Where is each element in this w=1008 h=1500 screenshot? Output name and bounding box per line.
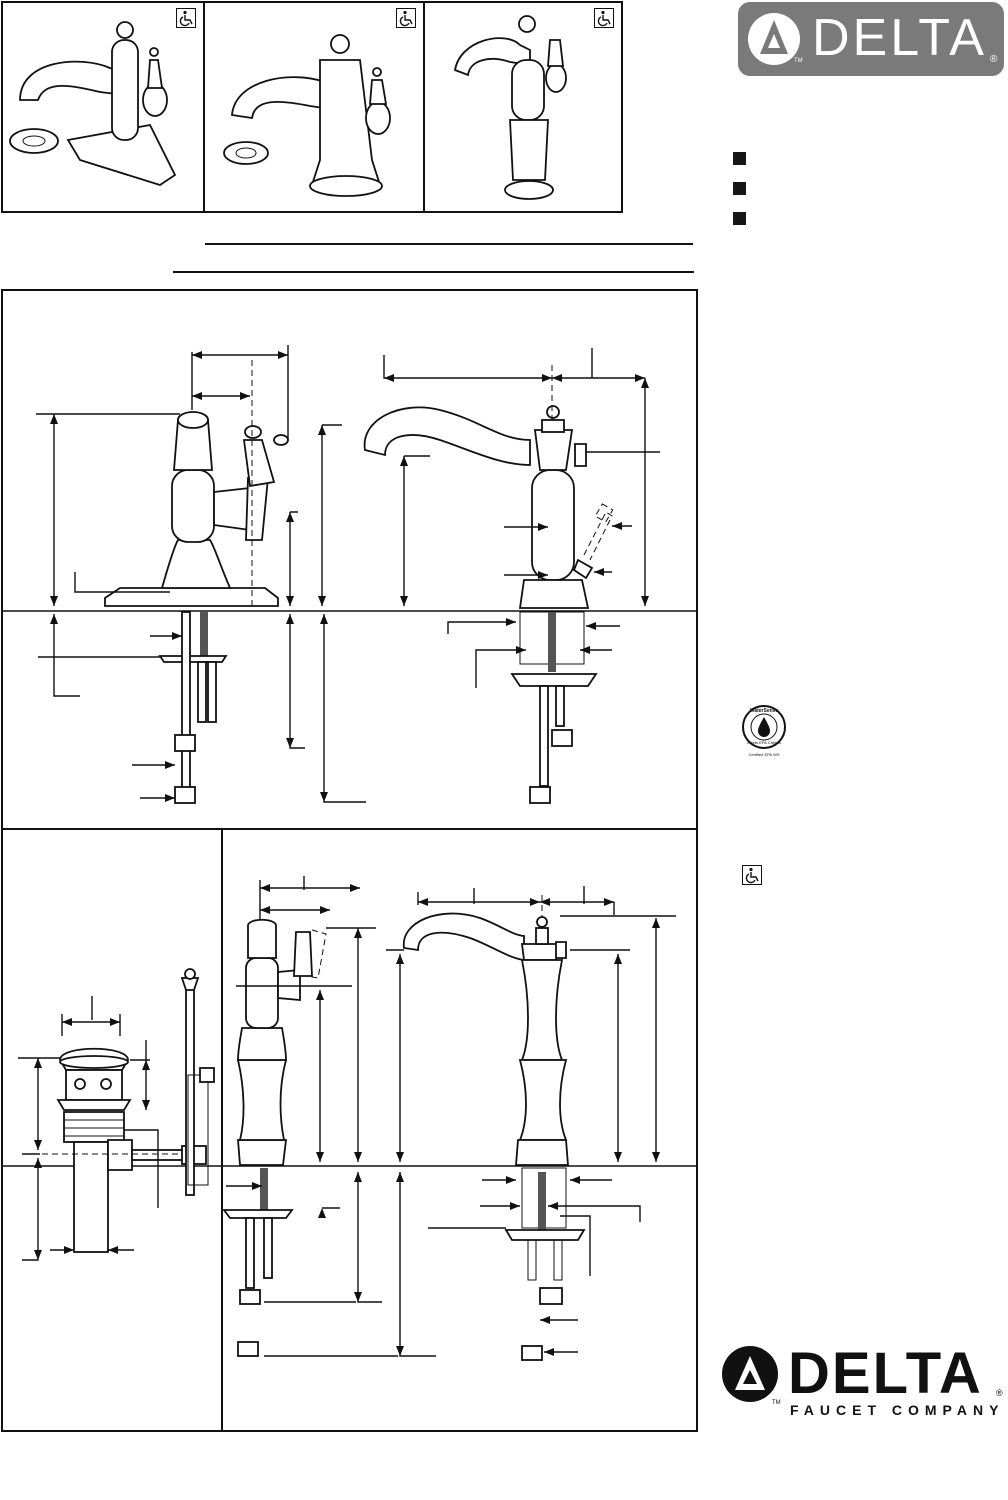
- watersense-ring-text: WaterSense: [749, 708, 779, 714]
- form-line: [205, 243, 693, 245]
- faucet-thumbnail-2: [223, 34, 391, 197]
- vessel-faucet-front-view: [386, 886, 676, 1361]
- wheelchair-icon: [594, 8, 614, 28]
- checkbox-icon[interactable]: [733, 212, 746, 225]
- delta-logo: DELTA TM ®: [738, 2, 1004, 76]
- wheelchair-icon: [396, 8, 416, 28]
- watersense-badge: WaterSense Meets EPA Criteria Certified …: [741, 704, 787, 762]
- checkbox-icon[interactable]: [733, 182, 746, 195]
- form-line: [173, 271, 694, 273]
- panel-divider: [203, 1, 205, 213]
- faucet-front-view: [363, 348, 660, 804]
- panel-divider: [221, 828, 223, 1432]
- delta-logo-wordmark: DELTA: [812, 9, 987, 67]
- wheelchair-icon: [176, 8, 196, 28]
- watersense-foot-text: Certified EPA WS: [748, 752, 780, 757]
- vessel-faucet-side-view: [222, 876, 436, 1357]
- technical-drawings: [2, 345, 697, 1361]
- trademark-mark: TM: [772, 1400, 781, 1406]
- delta-triangle-icon: [748, 13, 800, 65]
- registered-mark: ®: [996, 1388, 1003, 1398]
- pop-up-drain-assembly: [18, 968, 215, 1261]
- delta-triangle-icon: [722, 1346, 778, 1402]
- delta-logo-wordmark: DELTA: [788, 1341, 983, 1406]
- product-image-panel: [1, 1, 623, 213]
- registered-mark: ®: [990, 54, 998, 65]
- faucet-side-view: [36, 345, 366, 804]
- faucet-thumbnail-3: [453, 15, 567, 200]
- faucet-thumbnails: [9, 15, 567, 200]
- checkbox-icon[interactable]: [733, 152, 746, 165]
- delta-faucet-company-logo: DELTA FAUCET COMPANY TM ®: [720, 1341, 1006, 1420]
- trademark-mark: TM: [794, 58, 803, 64]
- dimension-drawing-panel: [1, 289, 698, 1432]
- watersense-sub-text: Meets EPA Criteria: [747, 740, 781, 745]
- dimension-arrowheads: [34, 351, 660, 1356]
- faucet-company-text: FAUCET COMPANY: [790, 1402, 1005, 1418]
- wheelchair-icon: [742, 865, 762, 885]
- faucet-thumbnail-1: [9, 21, 177, 186]
- panel-divider: [423, 1, 425, 213]
- panel-divider: [1, 828, 698, 830]
